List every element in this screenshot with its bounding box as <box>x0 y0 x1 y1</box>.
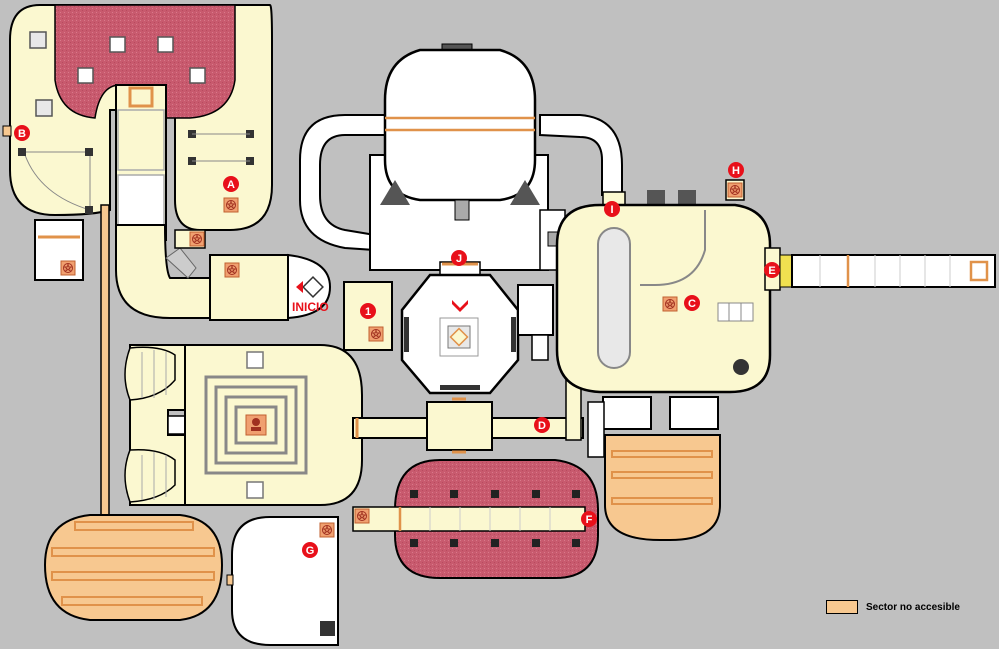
svg-text:A: A <box>227 179 235 191</box>
start-label: INICIO <box>292 300 329 314</box>
marker-c: C <box>684 295 700 311</box>
marker-f: F <box>581 511 597 527</box>
south-carpet-hall <box>352 459 599 579</box>
octagon-chamber <box>400 273 520 395</box>
pillar <box>29 31 47 49</box>
south-white-room <box>226 516 339 646</box>
marker-1: 1 <box>360 303 376 319</box>
teleporter-pad <box>223 197 239 213</box>
marker-e: E <box>764 262 780 278</box>
marker-g: G <box>302 542 318 558</box>
svg-text:H: H <box>732 165 740 177</box>
inaccessible-strip <box>100 204 110 524</box>
east-hall <box>555 179 996 458</box>
marker-b: B <box>14 125 30 141</box>
marker-h: H <box>728 162 744 178</box>
svg-text:J: J <box>456 253 462 265</box>
side-pillar-block <box>517 284 554 361</box>
corridor-d <box>352 379 584 454</box>
marker-i: I <box>604 201 620 217</box>
svg-text:G: G <box>306 545 315 557</box>
west-corridor <box>115 84 332 321</box>
svg-text:1: 1 <box>365 306 371 318</box>
svg-text:F: F <box>586 514 593 526</box>
svg-text:E: E <box>768 265 775 277</box>
svg-text:C: C <box>688 298 696 310</box>
svg-text:B: B <box>18 128 26 140</box>
northwest-hall <box>2 4 273 231</box>
svg-text:D: D <box>538 420 546 432</box>
storage-alcove <box>34 219 84 281</box>
legend-swatch <box>826 600 858 614</box>
marker-a: A <box>223 176 239 192</box>
southwest-inaccessible-room <box>43 514 224 621</box>
legend-label: Sector no accesible <box>866 601 960 613</box>
east-inaccessible-room <box>604 434 721 541</box>
legend: Sector no accesible <box>826 599 960 615</box>
marker-d: D <box>534 417 550 433</box>
marker-j: J <box>451 250 467 266</box>
pyramid-hall <box>124 344 363 506</box>
svg-text:I: I <box>610 204 613 216</box>
